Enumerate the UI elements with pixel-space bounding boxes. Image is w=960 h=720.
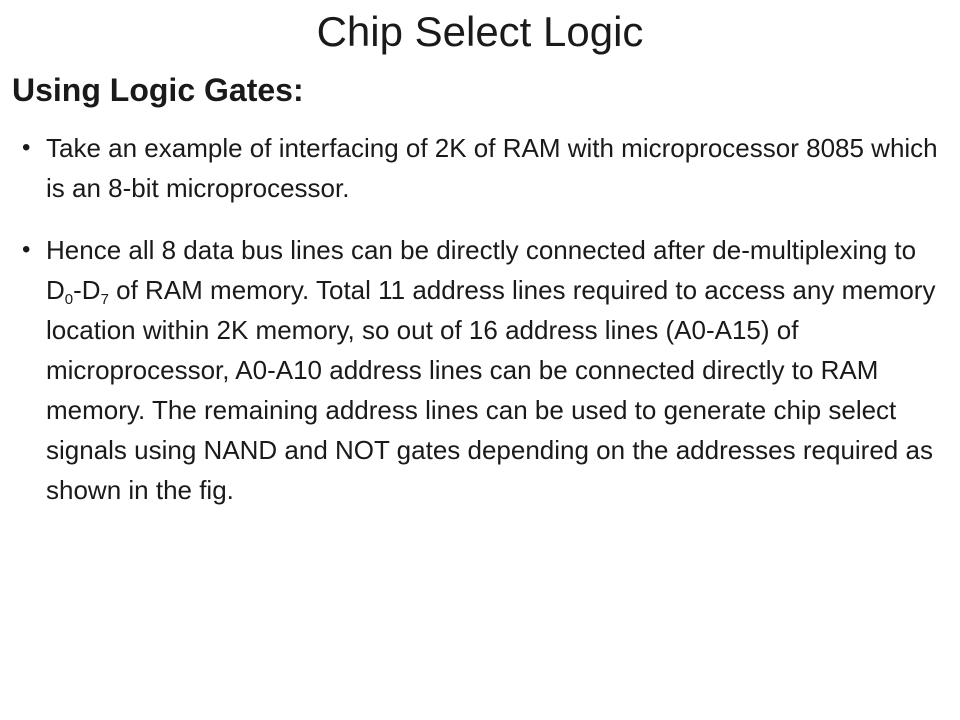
slide-title: Chip Select Logic	[316, 8, 644, 55]
subscript: 7	[100, 291, 109, 308]
bullet-text-part: of RAM memory. Total 11 address lines re…	[46, 275, 936, 505]
bullet-text: Take an example of interfacing of 2K of …	[46, 133, 938, 203]
bullet-text-part: Hence all 8 data bus lines can be direct…	[46, 235, 917, 305]
section-heading: Using Logic Gates:	[12, 72, 304, 108]
bullet-text: Hence all 8 data bus lines can be direct…	[46, 235, 935, 505]
bullet-text-part: -D	[73, 275, 101, 305]
bullet-item: • Take an example of interfacing of 2K o…	[22, 128, 940, 208]
subscript: 0	[64, 291, 74, 308]
bullet-icon: •	[22, 134, 31, 161]
bullet-list: • Take an example of interfacing of 2K o…	[22, 128, 940, 532]
bullet-item: • Hence all 8 data bus lines can be dire…	[22, 230, 940, 510]
bullet-icon: •	[22, 236, 31, 263]
